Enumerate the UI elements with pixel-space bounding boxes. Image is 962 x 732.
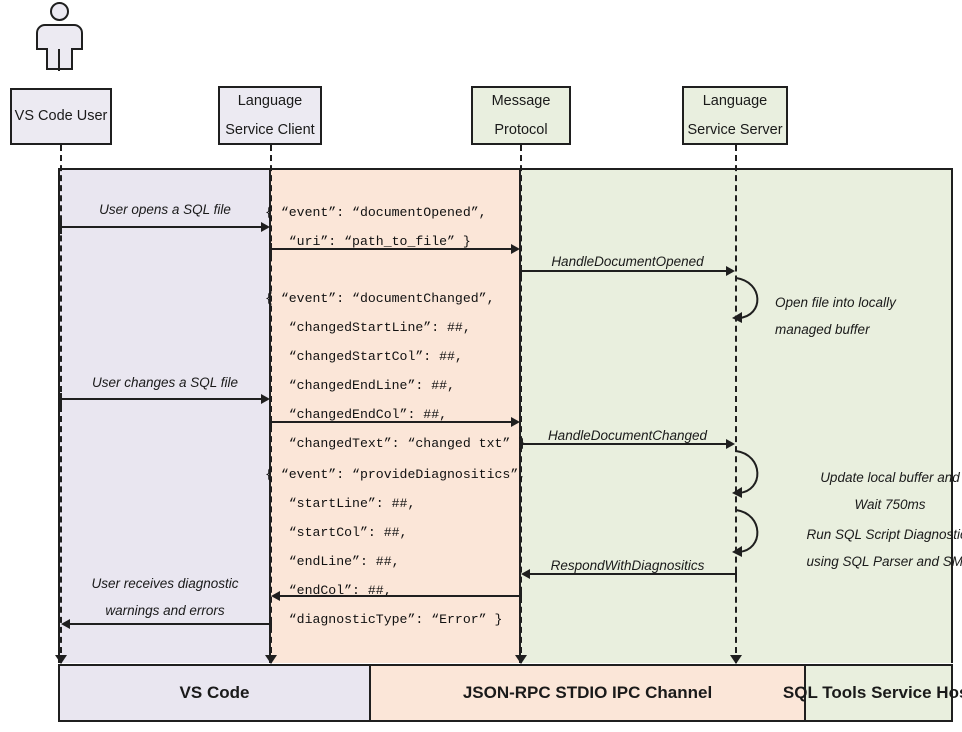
actor-leg-split <box>58 49 61 71</box>
actor-head <box>50 2 69 21</box>
lifeline-end-arrow-vs-code-user <box>55 655 67 664</box>
lifeline-header-line2: Protocol <box>494 121 548 138</box>
self-loop-update-buffer <box>732 450 759 498</box>
footer-label-vs-code: VS Code <box>179 683 250 702</box>
vs-code-user-actor-icon <box>34 2 86 72</box>
diagram-frame-right <box>951 168 953 663</box>
lifeline-header-line1: Language <box>237 93 303 110</box>
band-ipc-channel <box>270 170 520 663</box>
lifeline-header-line2: Service Server <box>687 121 783 138</box>
message-arrowhead-document-changed <box>511 416 520 427</box>
message-arrow-respond-with-diagnositics <box>530 573 736 575</box>
self-note-open-file: Open file into locally managed buffer <box>775 289 962 343</box>
footer-label-sql-tools-host-text: SQL Tools Service Host <box>782 683 962 702</box>
message-label-handle-document-changed: HandleDocumentChanged <box>547 428 708 443</box>
footer-band-sql-tools-host[interactable] <box>804 664 953 722</box>
self-note-open-file-line2: managed buffer <box>775 322 870 337</box>
message-arrowhead-respond-with-diagnositics <box>521 568 530 579</box>
actor-right-arm-gap <box>71 48 83 70</box>
message-arrow-handle-document-opened <box>521 270 727 272</box>
lifeline-language-service-client <box>270 145 272 663</box>
diagram-frame-top <box>58 168 953 170</box>
message-arrowhead-diagnostics-to-client <box>271 590 280 601</box>
lifeline-header-line1: Language <box>702 93 768 110</box>
self-note-run-diagnostics-line1: Run SQL Script Diagnostics <box>806 527 962 542</box>
message-label-user-changes: User changes a SQL file <box>91 375 239 390</box>
message-arrowhead-handle-document-opened <box>726 265 735 276</box>
lifeline-end-arrow-message-protocol <box>515 655 527 664</box>
message-arrow-user-opens <box>61 226 262 228</box>
json-payload-provide-diagnositics: { “event”: “provideDiagnositics”, “start… <box>265 467 527 627</box>
diagram-frame-left <box>58 168 60 663</box>
self-loop-open-file <box>732 277 759 323</box>
lifeline-header-line1: VS Code User <box>14 108 108 125</box>
message-arrow-user-receives <box>70 623 271 625</box>
message-tail-tick-diagnostics-to-client <box>520 590 522 603</box>
message-arrowhead-handle-document-changed <box>726 438 735 449</box>
message-arrowhead-user-receives <box>61 618 70 629</box>
lifeline-header-vs-code-user[interactable]: VS Code User <box>10 88 112 145</box>
band-vs-code <box>60 170 270 663</box>
lifeline-header-line1: Message <box>491 93 551 110</box>
lifeline-end-arrow-language-service-client <box>265 655 277 664</box>
self-note-run-diagnostics-line2: using SQL Parser and SMO <box>806 554 962 569</box>
message-arrow-user-changes <box>61 398 262 400</box>
footer-label-jsonrpc: JSON-RPC STDIO IPC Channel <box>462 683 713 702</box>
lifeline-message-protocol <box>520 145 522 663</box>
json-payload-document-opened: { “event”: “documentOpened”, “uri”: “pat… <box>265 205 487 249</box>
self-note-run-diagnostics: Run SQL Script Diagnostics using SQL Par… <box>770 521 962 575</box>
lifeline-header-language-service-server[interactable]: Language Service Server <box>682 86 788 145</box>
message-arrow-handle-document-changed <box>521 443 727 445</box>
lifeline-header-language-service-client[interactable]: Language Service Client <box>218 86 322 145</box>
message-label-user-receives-line2: warnings and errors <box>105 603 225 618</box>
message-arrowhead-document-opened <box>511 243 520 254</box>
self-loop-run-diagnostics <box>732 509 759 557</box>
message-label-respond-with-diagnositics: RespondWithDiagnositics <box>550 558 705 573</box>
lifeline-end-arrow-language-service-server <box>730 655 742 664</box>
message-arrowhead-user-opens <box>261 221 270 232</box>
message-arrow-document-opened <box>271 248 512 250</box>
footer-band-jsonrpc[interactable]: JSON-RPC STDIO IPC Channel <box>369 664 806 722</box>
lifeline-header-line2: Service Client <box>225 121 315 138</box>
lifeline-language-service-server <box>735 145 737 663</box>
self-note-open-file-line1: Open file into locally <box>775 295 896 310</box>
message-label-user-receives-line1: User receives diagnostic <box>91 576 239 591</box>
lifeline-header-message-protocol[interactable]: Message Protocol <box>471 86 571 145</box>
message-label-user-opens: User opens a SQL file <box>99 202 231 217</box>
self-note-update-buffer-line2: Wait 750ms <box>854 497 926 512</box>
message-label-handle-document-opened: HandleDocumentOpened <box>551 254 704 269</box>
actor-left-arm-gap <box>36 48 48 70</box>
message-tail-tick-user-receives <box>270 618 272 631</box>
message-tail-tick-respond-with-diagnositics <box>735 568 737 581</box>
self-note-update-buffer-line1: Update local buffer and <box>820 470 960 485</box>
footer-band-vs-code[interactable]: VS Code <box>58 664 371 722</box>
json-payload-document-changed: { “event”: “documentChanged”, “changedSt… <box>265 291 526 451</box>
message-arrowhead-user-changes <box>261 393 270 404</box>
message-label-user-receives: User receives diagnostic warnings and er… <box>60 570 270 624</box>
message-arrow-document-changed <box>271 421 512 423</box>
message-arrow-diagnostics-to-client <box>280 595 520 597</box>
self-note-update-buffer: Update local buffer and Wait 750ms <box>775 464 962 518</box>
